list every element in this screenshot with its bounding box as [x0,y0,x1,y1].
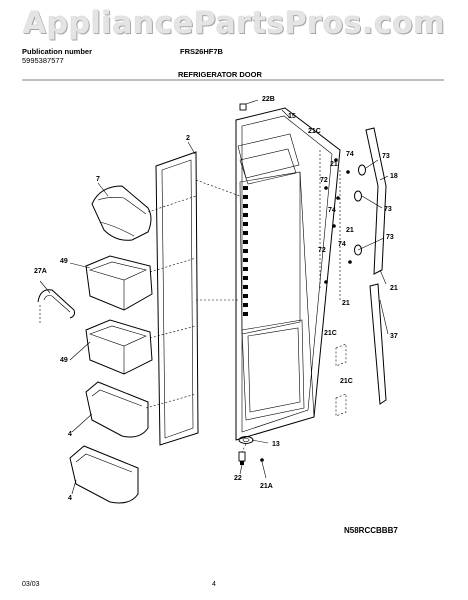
screw-icon [324,186,328,190]
liner-rib [243,294,248,298]
liner-rib [243,249,248,253]
alignment-dashes [39,150,341,453]
liner-rib [243,231,248,235]
screw-icon [332,224,336,228]
cam-part-middle [354,190,362,202]
liner-ribs [243,186,248,316]
callout-49-lower: 49 [60,357,68,364]
callout-27a: 27A [34,268,47,275]
callout-49-upper: 49 [60,258,68,265]
callout-72-b: 72 [318,247,326,254]
callout-73-b: 73 [384,206,392,213]
bin-handle [37,289,75,319]
door-stop-bracket-mid [335,343,347,367]
screw-icon [336,196,340,200]
callout-2: 2 [186,135,190,142]
screw-icon [334,158,338,162]
callout-21c-top: 21C [308,128,321,135]
footer-date: 03/03 [22,581,40,588]
callout-22b: 22B [262,96,275,103]
cam-part-upper [358,164,366,176]
callout-21c-low: 21C [340,378,353,385]
callout-37: 37 [390,333,398,340]
liner-rib [243,303,248,307]
watermark-logo: AppliancePartsPros.com [22,6,446,41]
liner-rib [243,312,248,316]
publication-label: Publication number [22,47,93,56]
callout-72-a: 72 [320,177,328,184]
liner-rib [243,222,248,226]
liner-rib [243,240,248,244]
liner-rib [243,276,248,280]
door-shelf-upper [85,381,149,438]
callout-22: 22 [234,475,242,482]
screw-icon [346,170,350,174]
callout-21c-mid: 21C [324,330,337,337]
bottom-hinge-pin [238,451,246,465]
door-rail [365,127,387,275]
liner-rib [243,285,248,289]
callout-73-c: 73 [386,234,394,241]
callout-21-c: 21 [342,300,350,307]
cam-part-lower [354,244,362,256]
callout-21-a: 21 [330,161,338,168]
door-gasket [155,151,199,446]
page-number: 4 [212,581,216,588]
door-bin-upper [85,255,153,311]
liner-rib [243,195,248,199]
top-hinge-screw [239,103,247,111]
publication-number: 5995387577 [22,56,64,65]
callout-21-d: 21 [390,285,398,292]
callout-73-a: 73 [382,153,390,160]
callout-13: 13 [272,441,280,448]
gasket-strip [369,283,387,405]
ice-bucket-cover [91,185,152,241]
callout-74-b: 74 [328,207,336,214]
model-number: FRS26HF7B [180,47,223,56]
liner-rib [243,213,248,217]
callout-4-upper: 4 [68,431,72,438]
callout-4-lower: 4 [68,495,72,502]
liner-rib [243,204,248,208]
door-stop-bracket-low [335,393,347,417]
callout-7: 7 [96,176,100,183]
diagram-code: N58RCCBBB7 [344,526,398,535]
liner-rib [243,258,248,262]
callout-74-c: 74 [338,241,346,248]
hinge-screw [260,458,264,462]
door-bin-lower [85,319,153,375]
screw-icon [324,280,328,284]
door-panel [235,107,341,441]
door-shelf-lower [69,445,139,504]
section-title: REFRIGERATOR DOOR [178,70,262,79]
liner-rib [243,186,248,190]
callout-21-b: 21 [346,227,354,234]
callout-74-a: 74 [346,151,354,158]
callout-15: 15 [288,113,296,120]
screw-icon [348,260,352,264]
liner-rib [243,267,248,271]
leader-lines [39,99,389,495]
callout-18: 18 [390,173,398,180]
callout-21a: 21A [260,483,273,490]
